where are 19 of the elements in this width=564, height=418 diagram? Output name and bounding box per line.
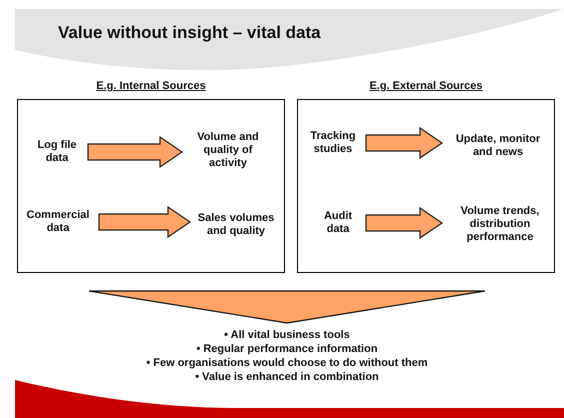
bullet-item: • Regular performance information	[195, 342, 379, 356]
panel-heading: E.g. Internal Sources	[95, 80, 207, 92]
block-arrow	[365, 126, 444, 160]
block-arrow	[98, 206, 192, 238]
node-label: Log file data	[36, 139, 78, 165]
node-label: Volume and quality of activity	[196, 130, 260, 170]
bullet-item: • Few organisations would choose to do without them	[145, 356, 429, 370]
bullet-item: • All vital business tools	[223, 328, 351, 342]
node-label: Sales volumes and quality	[196, 212, 276, 238]
block-arrow	[87, 136, 184, 168]
block-arrow	[365, 206, 444, 240]
node-label: Audit data	[322, 210, 354, 236]
bullet-item: • Value is enhanced in combination	[194, 370, 380, 384]
node-label: Volume trends, distribution performance	[460, 204, 540, 244]
node-label: Tracking studies	[309, 130, 357, 156]
panel-heading: E.g. External Sources	[368, 80, 484, 92]
node-label: Update, monitor and news	[454, 133, 542, 159]
node-label: Commercial data	[26, 209, 90, 235]
title: Value without insight – vital data	[58, 23, 321, 43]
